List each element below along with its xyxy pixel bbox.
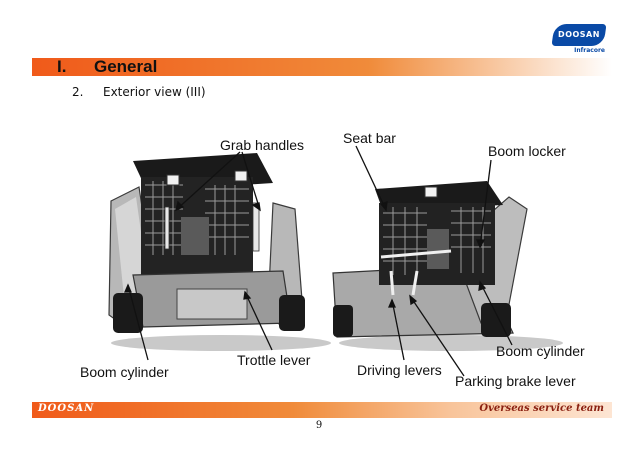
label-seat-bar: Seat bar bbox=[343, 130, 396, 146]
label-grab-handles: Grab handles bbox=[220, 137, 305, 153]
subsection-title: Exterior view (III) bbox=[103, 85, 206, 99]
label-parking-brake-lever: Parking brake lever bbox=[455, 373, 576, 389]
footer-bar bbox=[32, 402, 612, 418]
section-title: General bbox=[94, 57, 158, 76]
footer-team-name: Overseas service team bbox=[479, 403, 604, 414]
doosan-logo: DOOSAN Infracore bbox=[551, 24, 607, 58]
title-bar bbox=[32, 58, 612, 76]
page-number: 9 bbox=[315, 420, 323, 431]
label-boom-cylinder-left: Boom cylinder bbox=[80, 364, 169, 380]
subsection-number: 2. bbox=[72, 85, 84, 99]
label-boom-cylinder-right: Boom cylinder bbox=[496, 343, 585, 359]
label-trottle-lever: Trottle lever bbox=[237, 352, 311, 368]
footer-brand: DOOSAN bbox=[38, 403, 95, 414]
label-boom-locker: Boom locker bbox=[488, 143, 566, 159]
doosan-logo-text: DOOSAN bbox=[558, 30, 600, 39]
doosan-logo-subtext: Infracore bbox=[574, 47, 605, 54]
section-number: I. bbox=[57, 57, 67, 76]
label-driving-levers: Driving levers bbox=[357, 362, 442, 378]
